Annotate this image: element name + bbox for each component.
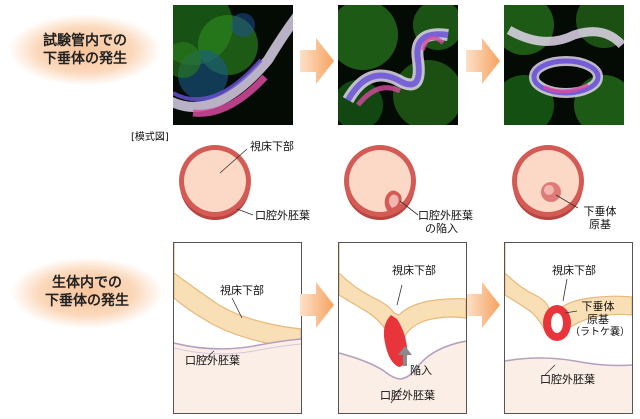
in-vivo-p3-primordium-line1: 下垂体 xyxy=(581,300,615,313)
right-arrow-icon xyxy=(300,38,334,84)
schematic-disc-2 xyxy=(344,145,416,220)
schematic-invagination-label: の陥入 xyxy=(425,222,458,235)
right-arrow-icon xyxy=(466,282,500,328)
micrograph-stage-3 xyxy=(504,5,624,125)
schematic-primordium-line1: 下垂体 xyxy=(583,205,617,218)
schematic-disc-3 xyxy=(512,145,584,220)
in-vivo-p3-primordium-label: 下垂体 原基 （ラトケ嚢） xyxy=(570,300,630,339)
micrograph-stage-2 xyxy=(338,5,458,125)
in-vivo-label-line2: 下垂体の発生 xyxy=(45,293,129,309)
schematic-leader-lines-2 xyxy=(399,200,419,216)
schematic-caption: [模式図] xyxy=(131,132,169,143)
in-vivo-p2-invagination-label: 陥入 xyxy=(410,364,432,377)
in-vivo-p2-hypothalamus-label: 視床下部 xyxy=(392,264,436,277)
in-vivo-p1-oral-ectoderm-label: 口腔外胚葉 xyxy=(185,354,240,367)
in-vitro-label-line2: 下垂体の発生 xyxy=(43,51,127,67)
in-vivo-p2-oral-ectoderm-label: 口腔外胚葉 xyxy=(380,389,435,402)
in-vivo-p3-oral-ectoderm-label: 口腔外胚葉 xyxy=(540,373,595,386)
in-vivo-panel-1 xyxy=(173,242,302,414)
schematic-hypothalamus-label: 視床下部 xyxy=(250,140,294,153)
schematic-oral-ectoderm-label: 口腔外胚葉 xyxy=(255,209,310,222)
in-vivo-panel-3 xyxy=(504,242,633,414)
micrograph-stage-1 xyxy=(173,5,293,125)
in-vivo-label-line1: 生体内での xyxy=(52,275,122,291)
right-arrow-icon xyxy=(300,282,334,328)
in-vivo-label-background xyxy=(12,258,162,328)
in-vitro-label-line1: 試験管内での xyxy=(43,33,127,49)
schematic-oral-ectoderm-label-2: 口腔外胚葉 xyxy=(418,209,473,222)
in-vivo-p3-hypothalamus-label: 視床下部 xyxy=(552,264,596,277)
in-vivo-p3-rathke-label: （ラトケ嚢） xyxy=(570,327,630,338)
up-arrow-icon xyxy=(398,346,412,366)
right-arrow-icon xyxy=(466,38,500,84)
schematic-primordium-label: 下垂体 原基 xyxy=(580,205,620,231)
schematic-leader-lines-1 xyxy=(219,148,254,216)
in-vivo-p1-hypothalamus-label: 視床下部 xyxy=(220,284,264,297)
in-vitro-label-background xyxy=(10,15,160,85)
schematic-primordium-line2: 原基 xyxy=(589,218,611,231)
in-vivo-p3-primordium-line2: 原基 xyxy=(587,313,609,326)
in-vitro-label: 試験管内での 下垂体の発生 xyxy=(10,32,160,68)
schematic-disc-1 xyxy=(179,145,251,220)
in-vivo-label: 生体内での 下垂体の発生 xyxy=(12,274,162,310)
schematic-leader-lines-3 xyxy=(555,194,579,209)
in-vivo-panel-2 xyxy=(338,242,467,414)
